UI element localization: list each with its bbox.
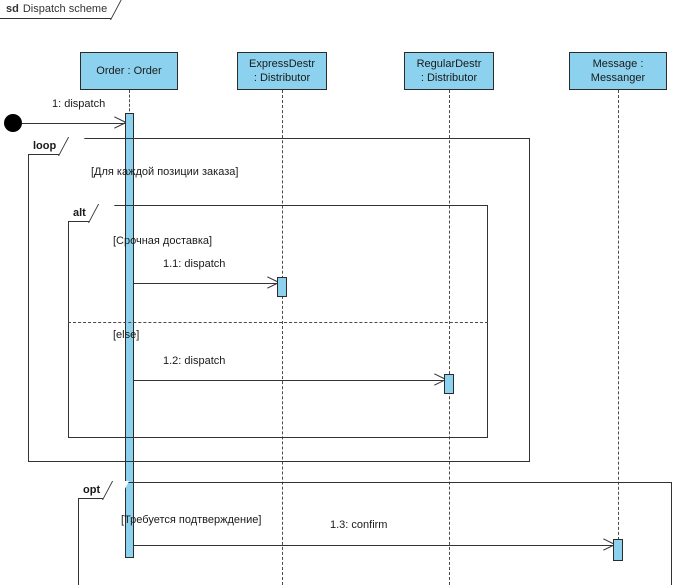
fragment-guard-alt-else: [else] [113, 329, 140, 341]
fragment-guard-alt: [Срочная доставка] [113, 235, 213, 247]
message-line-1-3 [134, 545, 614, 546]
message-label-1-1: 1.1: dispatch [163, 258, 226, 270]
lifeline-head-regulardestr[interactable]: RegularDestr : Distributor [404, 52, 494, 90]
lifeline-label-messenger-line2: Messanger [590, 72, 646, 84]
fragment-operator-opt: opt [83, 484, 101, 496]
lifeline-stem-order [129, 90, 130, 116]
fragment-alt [68, 205, 488, 438]
lifeline-label-expressdestr-line1: ExpressDestr [248, 58, 316, 70]
fragment-label-opt: opt [78, 481, 130, 500]
diagram-frame-label: sd Dispatch scheme [0, 0, 142, 20]
diagram-kind-keyword: sd [6, 3, 19, 15]
fragment-divider-alt [68, 322, 488, 323]
lifeline-label-messenger-line1: Message : [592, 58, 644, 70]
fragment-guard-loop: [Для каждой позиции заказа] [91, 166, 239, 178]
lifeline-label-order-line1: Order : Order [96, 65, 162, 77]
start-node [4, 114, 22, 132]
fragment-label-alt: alt [68, 204, 115, 223]
lifeline-stem-messenger [618, 90, 619, 550]
lifeline-label-regulardestr-line1: RegularDestr [416, 58, 482, 70]
fragment-label-loop: loop [28, 137, 86, 156]
lifeline-head-expressdestr[interactable]: ExpressDestr : Distributor [237, 52, 327, 90]
lifeline-head-order[interactable]: Order : Order [80, 52, 178, 90]
message-line-1-2 [134, 380, 445, 381]
message-label-1-2: 1.2: dispatch [163, 355, 226, 367]
lifeline-stem-regulardestr [449, 90, 450, 585]
frame-tab-clip-corner [110, 0, 142, 20]
message-label-1-3: 1.3: confirm [330, 519, 388, 531]
message-arrowhead-1 [113, 116, 127, 130]
lifeline-label-expressdestr-line2: : Distributor [253, 72, 311, 84]
fragment-guard-opt: [Требуется подтверждение] [121, 514, 262, 526]
fragment-opt [78, 482, 672, 585]
fragment-operator-alt: alt [73, 207, 86, 219]
fragment-loop [28, 138, 530, 462]
fragment-operator-loop: loop [33, 140, 57, 152]
message-label-1: 1: dispatch [52, 98, 106, 110]
activation-box-expressdestr [277, 277, 287, 297]
activation-box-regulardestr [444, 374, 454, 394]
activation-bar-order [125, 113, 134, 558]
activation-box-messenger [613, 539, 623, 561]
lifeline-head-messenger[interactable]: Message : Messanger [569, 52, 667, 90]
lifeline-stem-expressdestr [282, 90, 283, 585]
lifeline-label-regulardestr-line2: : Distributor [420, 72, 478, 84]
message-line-1-1 [134, 283, 278, 284]
message-line-1 [22, 123, 125, 124]
diagram-title: Dispatch scheme [22, 3, 108, 15]
